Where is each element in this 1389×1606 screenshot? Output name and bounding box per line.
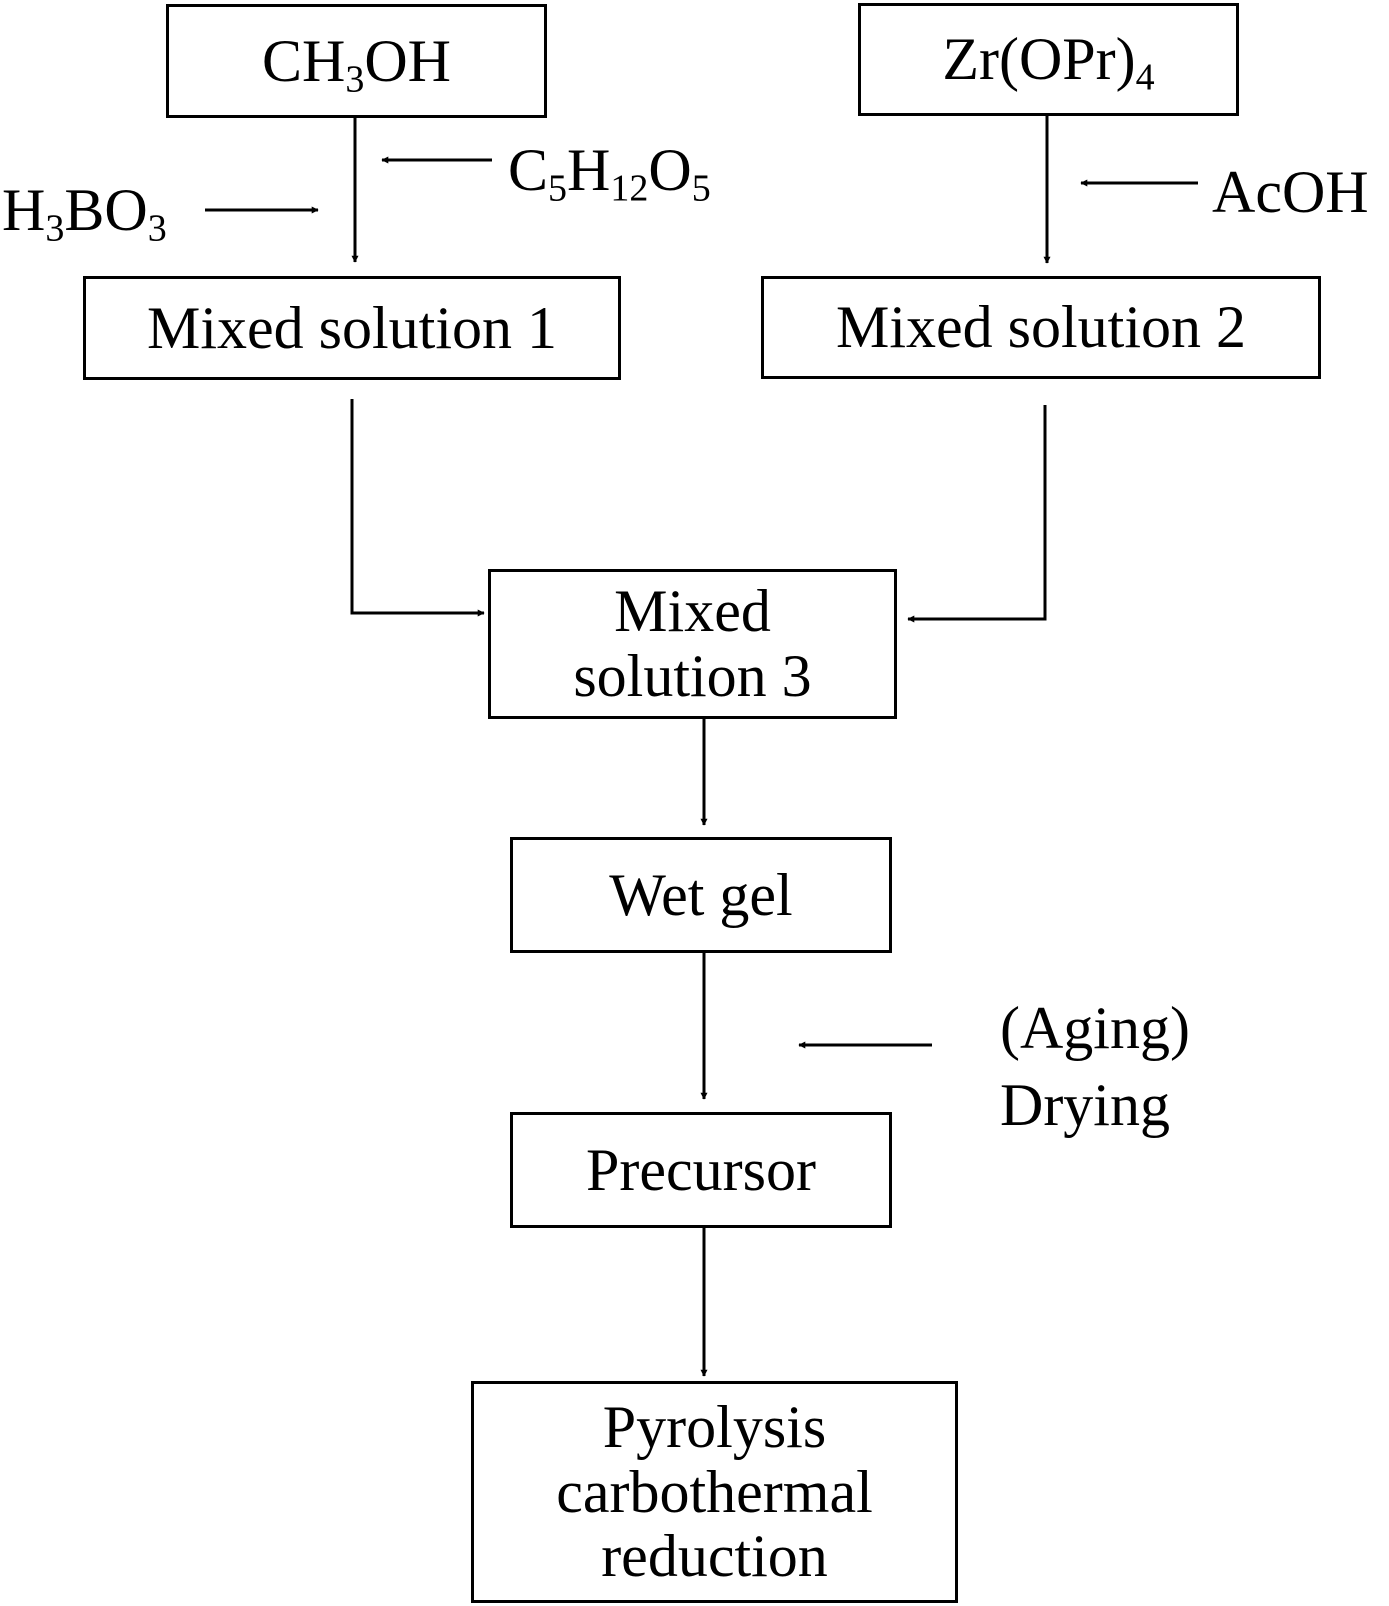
pyrolysis-line1: Pyrolysis (602, 1393, 827, 1460)
wet-gel-label: Wet gel (609, 861, 793, 928)
mixed-solution-3-line2: solution 3 (573, 643, 812, 709)
arrow-mixed1-to-mixed3 (350, 399, 485, 617)
zirconium-label: Zr(OPr)4 (942, 26, 1155, 99)
xylitol-label: C5H12O5 (508, 137, 711, 210)
arrow-mixed2-to-mixed3 (907, 405, 1047, 623)
mixed-solution-2-node: Mixed solution 2 (761, 276, 1321, 379)
pyrolysis-line3: reduction (601, 1523, 828, 1590)
methanol-label: CH3OH (261, 27, 452, 101)
boric-acid-label: H3BO3 (2, 177, 167, 250)
mixed-solution-3-line1: Mixed (614, 578, 771, 645)
methanol-node: CH3OH (166, 4, 547, 118)
precursor-node: Precursor (510, 1112, 892, 1228)
aging-label: (Aging) (1000, 995, 1190, 1061)
pyrolysis-node: Pyrolysis carbothermal reduction (471, 1381, 958, 1603)
wet-gel-node: Wet gel (510, 837, 892, 953)
acetic-acid-label: AcOH (1212, 159, 1369, 225)
zirconium-propoxide-node: Zr(OPr)4 (858, 3, 1239, 116)
mixed-solution-2-label: Mixed solution 2 (835, 294, 1246, 361)
precursor-label: Precursor (586, 1136, 816, 1203)
drying-label: Drying (1000, 1071, 1170, 1138)
pyrolysis-line2: carbothermal (556, 1458, 873, 1525)
aging-drying-label: (Aging) Drying (1000, 990, 1190, 1144)
mixed-solution-3-node: Mixed solution 3 (488, 569, 897, 719)
mixed-solution-1-label: Mixed solution 1 (146, 294, 557, 361)
mixed-solution-1-node: Mixed solution 1 (83, 276, 621, 380)
